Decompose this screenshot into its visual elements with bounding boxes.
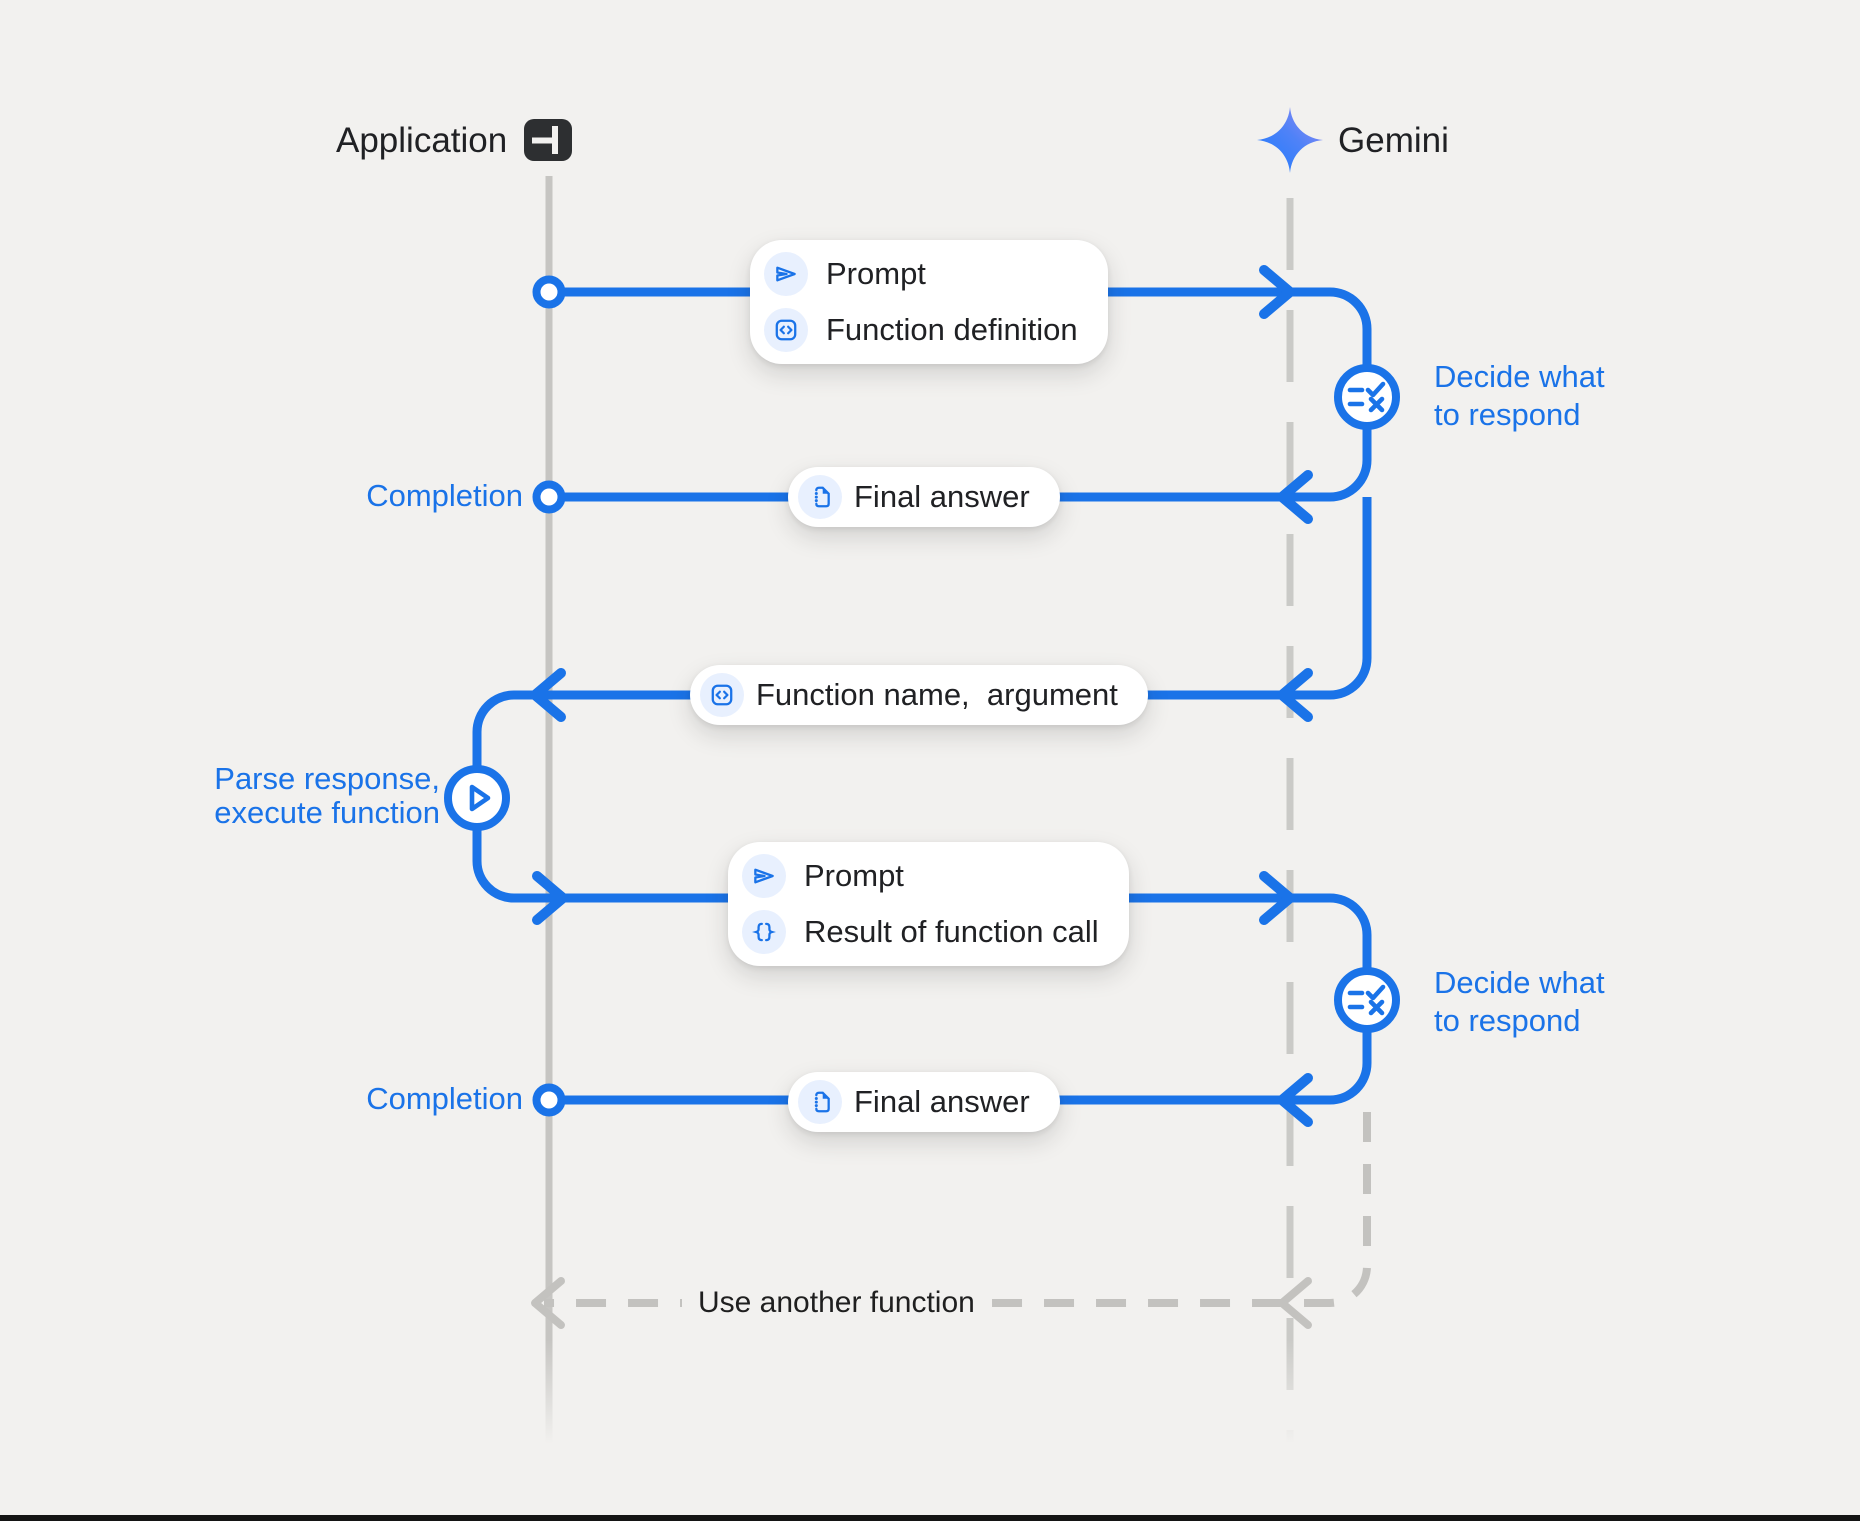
pill-label: Function definition bbox=[826, 312, 1078, 347]
send-icon bbox=[764, 252, 808, 296]
code-box-icon bbox=[764, 308, 808, 352]
rule-check-icon bbox=[1347, 984, 1386, 1016]
message-pill-prompt-result: Prompt Result of function call bbox=[728, 842, 1129, 966]
parse-annotation: Parse response, execute function bbox=[214, 762, 440, 830]
flow-function-call-loop bbox=[472, 497, 1372, 1105]
footer-bar bbox=[0, 1515, 1860, 1521]
document-icon bbox=[798, 475, 842, 519]
rule-check-icon bbox=[1347, 381, 1386, 413]
arrowhead-left-icon bbox=[530, 668, 566, 722]
send-icon bbox=[742, 854, 786, 898]
pill-row: Prompt bbox=[742, 854, 1099, 898]
decide-node bbox=[1334, 364, 1400, 430]
completion-label: Completion bbox=[366, 1081, 523, 1116]
pill-row: Result of function call bbox=[742, 910, 1099, 954]
application-title: Application bbox=[336, 121, 508, 160]
message-pill-prompt-function-definition: Prompt Function definition bbox=[750, 240, 1108, 364]
flow-use-another-function bbox=[544, 1112, 1371, 1307]
pill-label: Final answer bbox=[854, 479, 1030, 514]
gemini-spark-icon bbox=[1257, 107, 1323, 173]
pill-label: Prompt bbox=[826, 256, 926, 291]
parse-line2: execute function bbox=[214, 795, 440, 830]
code-box-icon bbox=[700, 673, 744, 717]
loop-label: Use another function bbox=[682, 1282, 991, 1324]
decide-node bbox=[1334, 967, 1400, 1033]
arrowhead-right-icon bbox=[1259, 265, 1295, 319]
message-pill-function-name-argument: Function name, argument bbox=[690, 665, 1148, 725]
pill-label: Prompt bbox=[804, 858, 904, 893]
arrowhead-left-icon bbox=[1278, 1277, 1312, 1329]
completion-node bbox=[532, 480, 566, 514]
decide-line1: Decide what bbox=[1434, 359, 1605, 394]
arrowhead-left-icon bbox=[1277, 668, 1313, 722]
document-icon bbox=[798, 1080, 842, 1124]
parse-line1: Parse response, bbox=[214, 761, 440, 796]
arrowhead-right-icon bbox=[1259, 871, 1295, 925]
braces-icon bbox=[742, 910, 786, 954]
message-start-node bbox=[532, 275, 566, 309]
pill-label: Final answer bbox=[854, 1084, 1030, 1119]
gemini-title: Gemini bbox=[1338, 121, 1449, 160]
play-icon bbox=[469, 784, 491, 812]
pill-label: Result of function call bbox=[804, 914, 1099, 949]
pill-row: Function definition bbox=[764, 308, 1078, 352]
message-pill-final-answer: Final answer bbox=[788, 1072, 1060, 1132]
arrowhead-left-icon bbox=[1277, 1073, 1313, 1127]
app-window-icon bbox=[524, 119, 572, 161]
arrowhead-right-icon bbox=[532, 871, 568, 925]
pill-row: Prompt bbox=[764, 252, 1078, 296]
decide-line2: to respond bbox=[1434, 1003, 1581, 1038]
arrowhead-left-icon bbox=[1277, 470, 1313, 524]
decide-line2: to respond bbox=[1434, 397, 1581, 432]
completion-node bbox=[532, 1083, 566, 1117]
arrowhead-left-icon bbox=[531, 1277, 565, 1329]
message-pill-final-answer: Final answer bbox=[788, 467, 1060, 527]
decide-annotation: Decide what to respond bbox=[1434, 358, 1605, 434]
execute-node bbox=[444, 765, 510, 831]
completion-label: Completion bbox=[366, 478, 523, 513]
decide-annotation: Decide what to respond bbox=[1434, 964, 1605, 1040]
pill-label: Function name, argument bbox=[756, 677, 1118, 712]
decide-line1: Decide what bbox=[1434, 965, 1605, 1000]
